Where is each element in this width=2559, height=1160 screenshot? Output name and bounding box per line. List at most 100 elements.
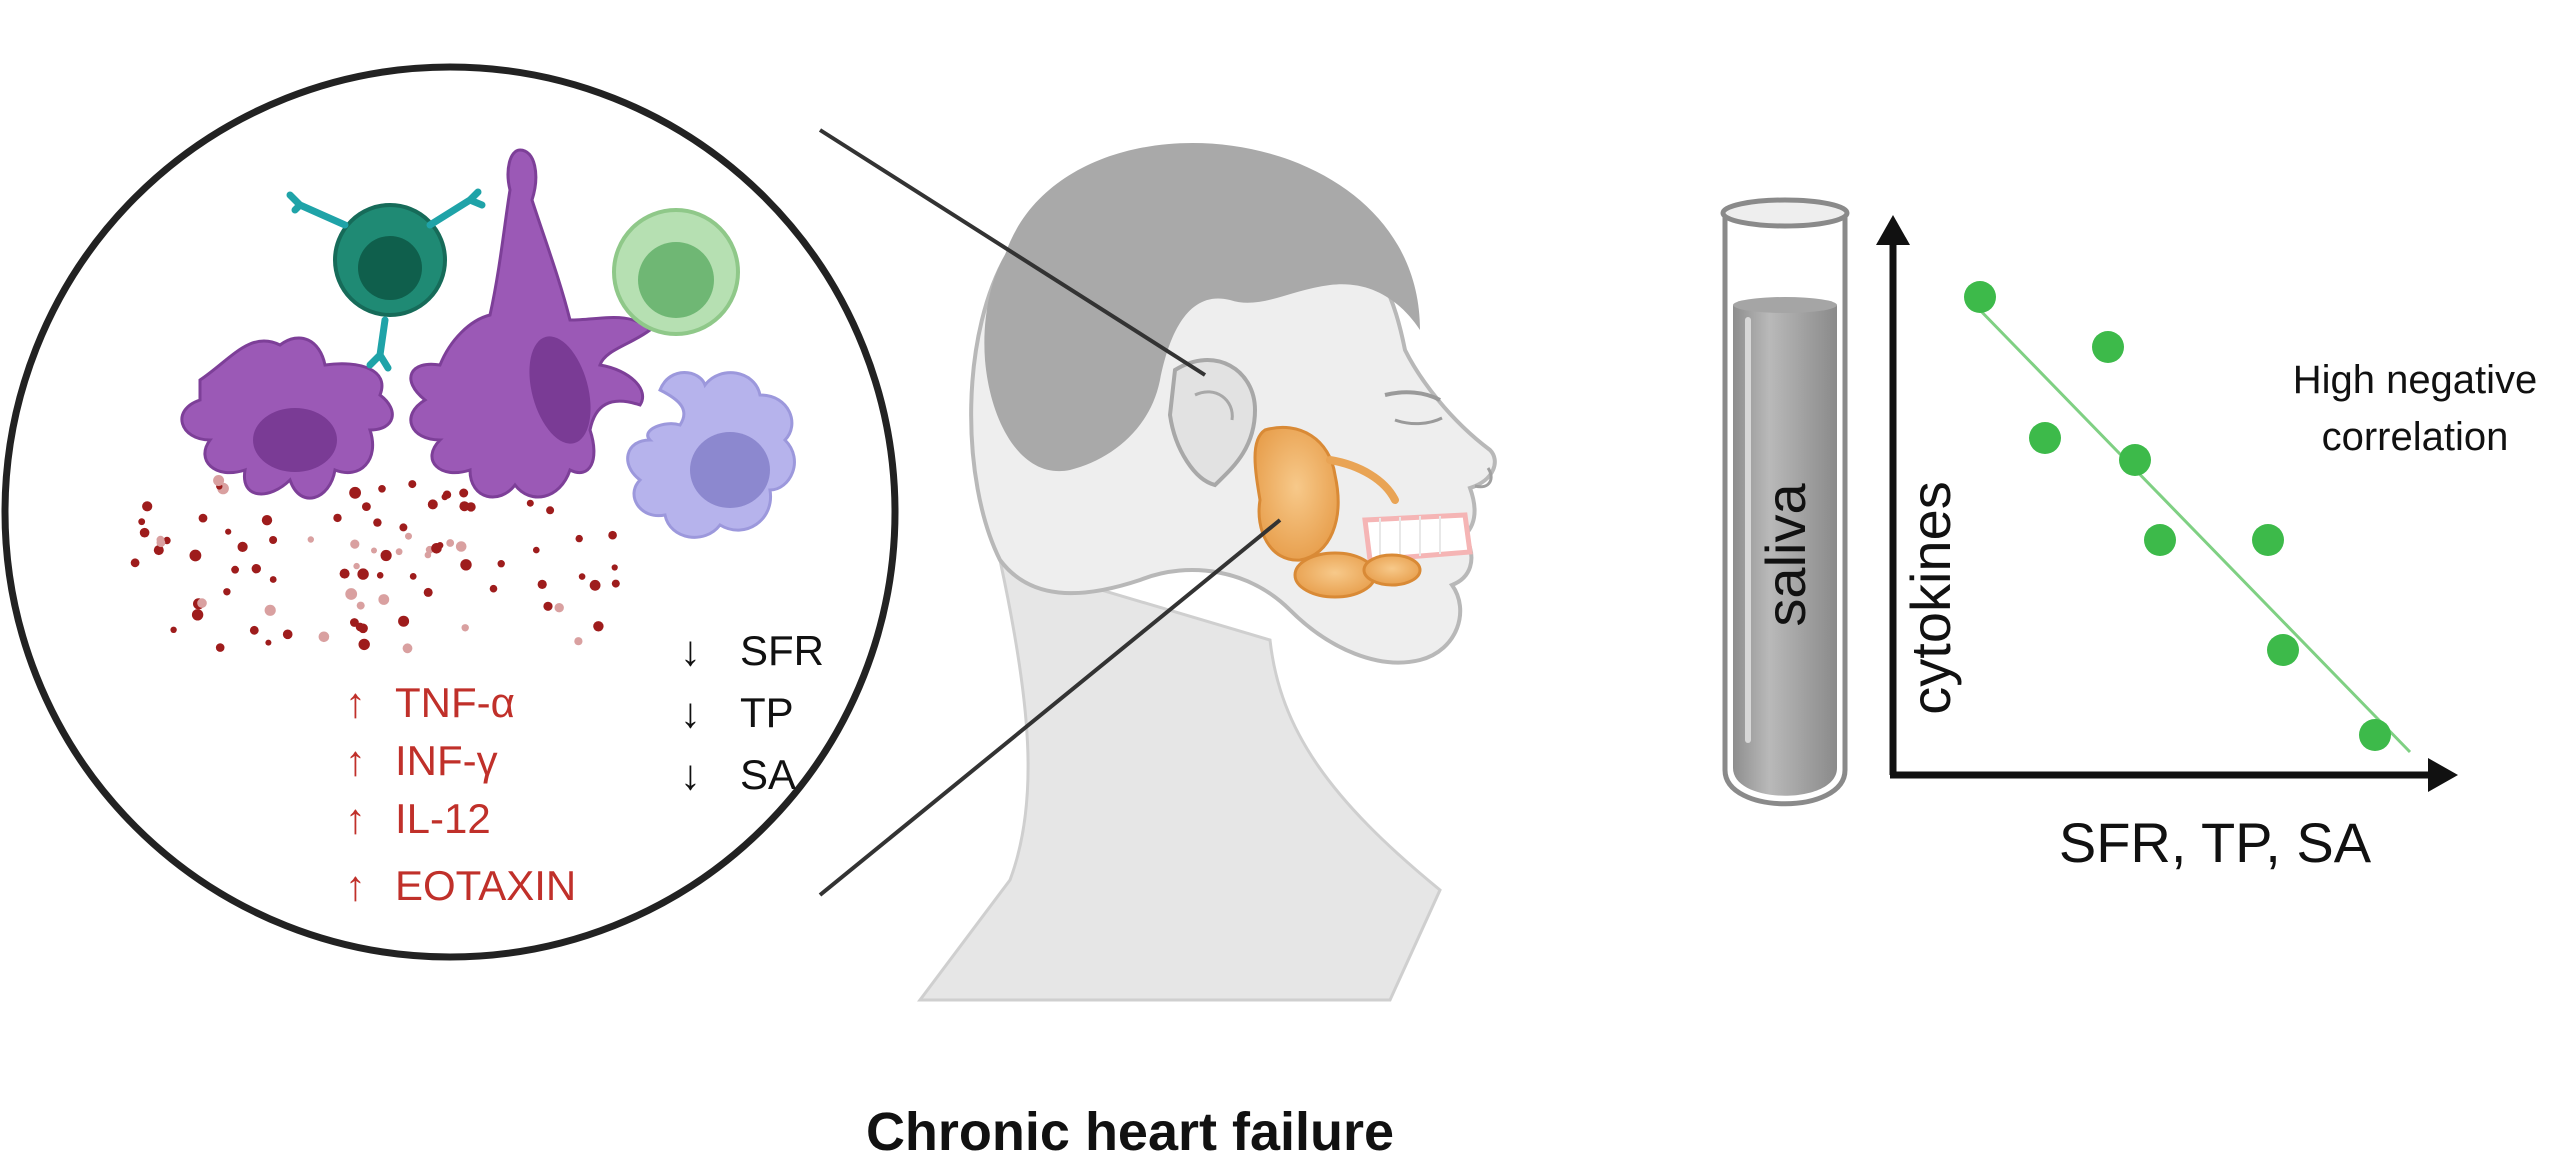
cytokine-dots: [130, 475, 620, 654]
salivary-gland-icon: [1253, 425, 1422, 599]
zoom-line-top: [818, 128, 1207, 377]
cytokine-dot: [170, 626, 177, 633]
scatter-point: [2252, 524, 2284, 556]
cytokine-dot: [489, 584, 498, 593]
parameter-label: SFR: [740, 627, 824, 674]
increase-arrow: ↑: [345, 679, 366, 726]
cytokine-dot: [423, 587, 433, 597]
y-axis-arrowhead: [1876, 215, 1910, 245]
scatter-points: [1964, 281, 2391, 751]
cytokine-label: IL-12: [395, 795, 491, 842]
cytokine-dot: [371, 547, 377, 554]
increase-arrow: ↑: [345, 862, 366, 909]
cytokine-dot: [373, 518, 382, 527]
decrease-arrow: ↓: [680, 689, 701, 736]
cytokine-dot: [455, 541, 467, 552]
cytokine-dot: [376, 572, 384, 579]
antibody-icon: [286, 188, 486, 372]
cytokine-dot: [543, 601, 553, 611]
cytokine-dot: [355, 622, 365, 632]
cytokine-dot: [611, 564, 618, 571]
cytokine-dot: [307, 536, 314, 543]
cytokine-dot: [398, 615, 410, 627]
cytokine-dot: [353, 562, 360, 570]
cytokine-dot: [156, 535, 165, 544]
cytokine-dot: [446, 539, 455, 547]
x-axis-label: SFR, TP, SA: [2059, 811, 2372, 874]
cytokine-dot: [249, 625, 259, 635]
tube-label: saliva: [1754, 483, 1817, 627]
cytokine-dot: [358, 638, 370, 651]
y-axis-label: cytokines: [1899, 481, 1962, 714]
cytokine-dot: [357, 568, 369, 580]
cytokine-dot: [362, 502, 371, 511]
b-cell-icon: [612, 208, 740, 336]
decrease-arrow: ↓: [680, 627, 701, 674]
cytokine-dot: [378, 485, 386, 493]
cytokine-dot: [459, 501, 470, 512]
trend-line: [1973, 303, 2412, 754]
dendritic-cell-icon: [409, 148, 653, 499]
cytokine-dot: [237, 541, 248, 553]
increase-arrow: ↑: [345, 737, 366, 784]
cytokine-dot: [339, 568, 350, 579]
cytokine-dot: [459, 488, 469, 498]
test-tube-icon: [1720, 197, 1850, 807]
scatter-point: [1964, 281, 1996, 313]
diagram-title: Chronic heart failure: [866, 1102, 1394, 1160]
cytokine-dot: [345, 588, 358, 600]
cytokine-dot: [198, 513, 208, 523]
cytokine-dot: [593, 621, 604, 632]
cytokine-dot: [333, 513, 342, 523]
cytokine-dot: [399, 523, 408, 532]
cytokine-dot: [402, 643, 413, 654]
cytokine-dot: [608, 530, 617, 540]
parameter-label: SA: [740, 751, 796, 798]
cytokine-dot: [349, 486, 361, 499]
cytokine-dot: [408, 480, 417, 489]
cytokine-dot: [436, 542, 444, 549]
cytokine-dot: [282, 629, 293, 640]
cytokine-dot: [139, 527, 150, 538]
cytokine-label: INF-γ: [395, 737, 498, 784]
cytokine-dot: [460, 559, 472, 571]
annotation-line-1: High negative: [2293, 358, 2538, 402]
cytokine-dot: [142, 501, 153, 512]
cytokine-dot: [526, 499, 534, 507]
cytokine-dot: [427, 499, 438, 510]
cytokine-dot: [189, 549, 202, 562]
dendritic-cell-icon: [180, 336, 394, 500]
zoom-line-bottom: [818, 518, 1282, 897]
cytokine-dot: [546, 506, 555, 515]
macrophage-icon: [626, 371, 796, 539]
cytokine-dot: [378, 594, 390, 605]
cytokine-dot: [261, 515, 273, 526]
head-profile-icon: [917, 142, 1497, 1002]
scatter-point: [2029, 422, 2061, 454]
cytokine-dot: [554, 603, 564, 613]
cytokine-dot: [197, 598, 207, 608]
cytokine-dot: [318, 631, 330, 643]
cytokine-dot: [215, 643, 225, 652]
annotation-line-2: correlation: [2322, 415, 2509, 459]
cytokine-dot: [191, 609, 204, 621]
cytokine-dot: [441, 493, 449, 501]
cytokine-dot: [265, 639, 272, 646]
cytokine-dot: [269, 576, 277, 583]
scatter-point: [2267, 634, 2299, 666]
cytokine-dot: [537, 579, 547, 590]
cytokine-dot: [225, 528, 232, 535]
cytokine-dot: [574, 637, 583, 646]
cytokine-dot: [533, 546, 540, 554]
cytokine-dot: [424, 551, 432, 559]
x-axis-arrowhead: [2428, 758, 2458, 792]
lymphocyte-icon: [333, 203, 447, 317]
cytokine-dot: [497, 560, 505, 568]
increase-arrow: ↑: [345, 795, 366, 842]
cytokine-dot: [130, 558, 140, 568]
cytokine-label: TNF-α: [395, 679, 515, 726]
cytokine-dot: [380, 549, 392, 562]
cytokine-dot: [611, 579, 620, 588]
cytokine-dot: [264, 604, 276, 616]
